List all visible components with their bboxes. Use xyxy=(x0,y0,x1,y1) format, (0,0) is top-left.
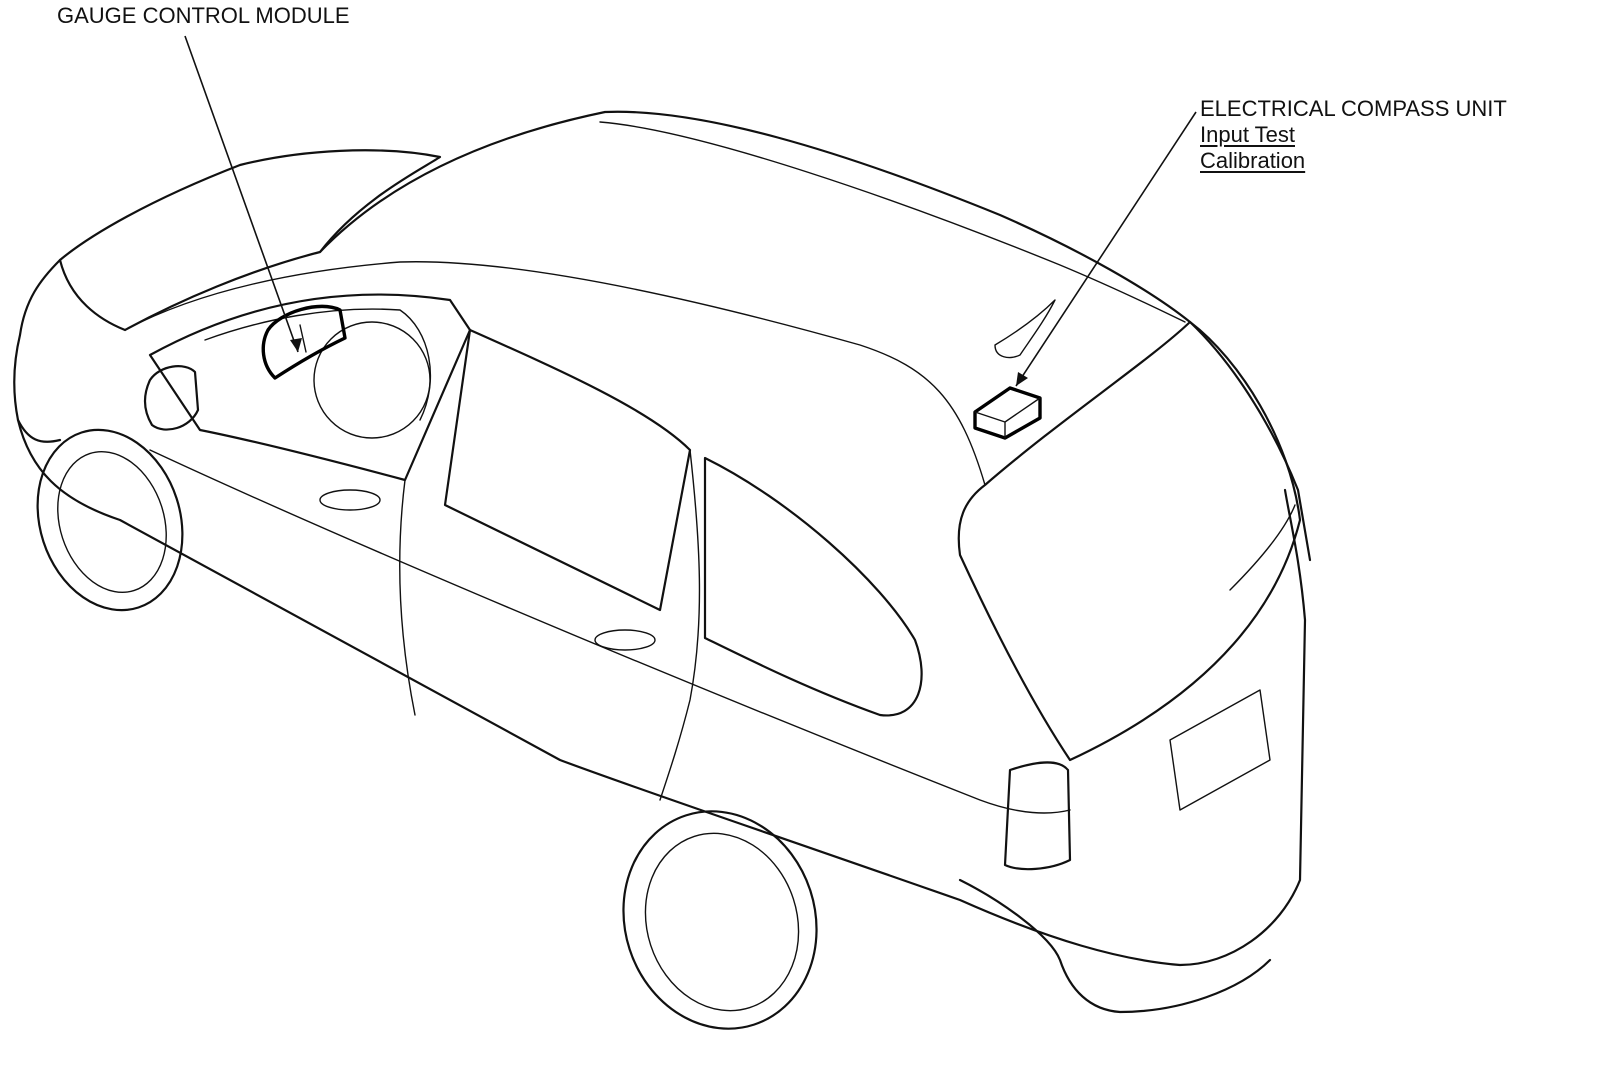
dashboard xyxy=(204,308,432,421)
door-seam-front xyxy=(399,479,416,716)
hood-outline xyxy=(58,149,442,332)
rear-spoiler xyxy=(1229,504,1296,591)
gauge-control-module-callout: GAUGE CONTROL MODULE xyxy=(57,3,350,29)
input-test-link[interactable]: Input Test xyxy=(1200,122,1295,147)
taillight xyxy=(1003,761,1072,871)
front-bumper xyxy=(13,258,62,443)
gauge-leader-line xyxy=(184,35,299,353)
rear-door-handle xyxy=(594,629,656,651)
front-door-handle xyxy=(319,489,381,511)
rear-bumper xyxy=(958,878,1272,1014)
gauge-control-module-highlight xyxy=(261,304,347,380)
electrical-compass-unit-label: ELECTRICAL COMPASS UNIT xyxy=(1200,96,1507,121)
calibration-link[interactable]: Calibration xyxy=(1200,148,1306,173)
windshield xyxy=(148,293,472,482)
vehicle-body xyxy=(13,110,1312,1014)
gauge-control-module-label: GAUGE CONTROL MODULE xyxy=(57,3,350,28)
front-door-window xyxy=(443,328,692,612)
license-plate-area xyxy=(1169,689,1271,811)
roof-rail-right xyxy=(599,121,1186,323)
rear-wheel xyxy=(622,810,818,1030)
side-body xyxy=(16,418,1307,967)
roof-rail-left xyxy=(124,261,986,486)
compass-leader-arrow xyxy=(1016,372,1028,386)
electrical-compass-unit-highlight xyxy=(973,386,1042,440)
rear-hatch xyxy=(957,320,1302,762)
gauge-leader-arrow xyxy=(290,338,302,352)
front-wheel xyxy=(36,428,184,612)
electrical-compass-unit-callout: ELECTRICAL COMPASS UNIT Input Test Calib… xyxy=(1200,96,1507,174)
rear-door-window xyxy=(703,456,923,717)
steering-wheel xyxy=(313,321,431,439)
roof-antenna xyxy=(994,299,1056,359)
body-crease xyxy=(149,449,1071,814)
compass-leader-line xyxy=(1015,111,1197,387)
side-mirror xyxy=(143,365,200,431)
door-seam-rear xyxy=(659,449,701,801)
roof-outline xyxy=(318,110,1312,562)
